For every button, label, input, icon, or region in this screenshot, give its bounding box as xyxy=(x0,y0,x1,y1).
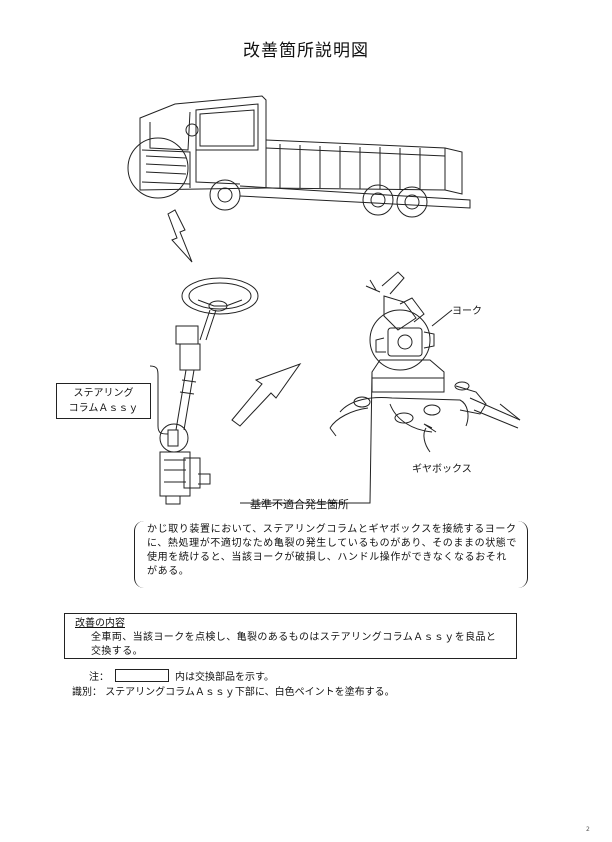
steering-column-label-box: ステアリング コラムＡｓｓｙ xyxy=(56,383,151,419)
improvement-title: 改善の内容 xyxy=(75,618,125,629)
yoke-detail-illustration xyxy=(329,271,521,437)
note-prefix: 注： xyxy=(89,672,109,683)
page-title: 改善箇所説明図 xyxy=(243,41,369,61)
defect-location-label: 基準不適合発生箇所 xyxy=(250,498,349,511)
steering-column-label-line2: コラムＡｓｓｙ xyxy=(68,403,139,414)
defect-description-text: かじ取り装置において、ステアリングコラムとギヤボックスを接続するヨークに、熱処理… xyxy=(147,524,517,577)
defect-description-box: かじ取り装置において、ステアリングコラムとギヤボックスを接続するヨークに、熱処理… xyxy=(134,521,528,588)
identification-text: ステアリングコラムＡｓｓｙ下部に、白色ペイントを塗布する。 xyxy=(105,687,395,698)
improvement-box: 改善の内容 全車両、当該ヨークを点検し、亀裂のあるものはステアリングコラムＡｓｓ… xyxy=(64,613,517,659)
arrow-down-icon xyxy=(167,209,193,263)
steering-column-illustration xyxy=(159,277,259,505)
steering-column-label-line1: ステアリング xyxy=(73,388,134,399)
identification-prefix: 識別： xyxy=(72,687,102,698)
yoke-label: ヨーク xyxy=(452,306,482,317)
registration-mark: 2 xyxy=(586,826,590,833)
improvement-text: 全車両、当該ヨークを点検し、亀裂のあるものはステアリングコラムＡｓｓｙを良品と交… xyxy=(91,632,497,657)
identification-line: 識別： ステアリングコラムＡｓｓｙ下部に、白色ペイントを塗布する。 xyxy=(72,683,395,698)
truck-illustration xyxy=(127,95,471,218)
note-line: 注： 内は交換部品を示す。 xyxy=(89,668,274,683)
arrow-right-icon xyxy=(231,362,302,427)
note-text: 内は交換部品を示す。 xyxy=(175,672,274,683)
gearbox-label: ギヤボックス xyxy=(412,464,472,475)
replacement-part-legend-box xyxy=(115,669,169,682)
